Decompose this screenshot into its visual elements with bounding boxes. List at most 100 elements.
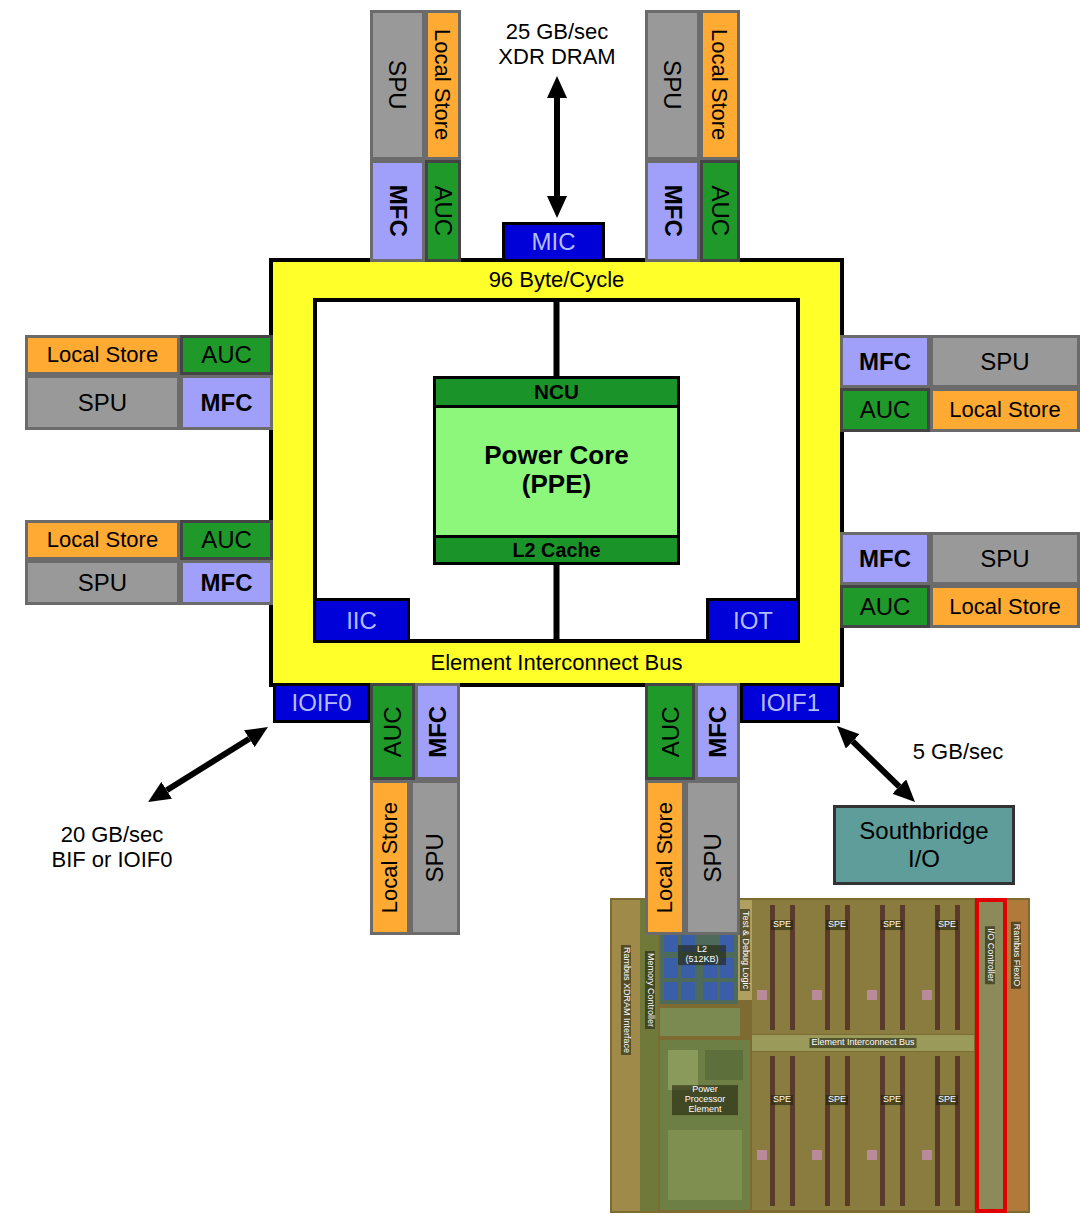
spu-box: SPU bbox=[410, 780, 460, 935]
spu-box: SPU bbox=[645, 10, 700, 160]
node-text: SPU bbox=[659, 60, 687, 109]
die-label: SPE bbox=[936, 1095, 958, 1105]
die-label: SPE bbox=[771, 920, 793, 930]
local-store-box: Local Store bbox=[370, 780, 410, 935]
mfc-box: MFC bbox=[840, 532, 930, 585]
spu-box: SPU bbox=[930, 532, 1080, 585]
eib-ring: 96 Byte/CycleElement Interconnect Bus Pow… bbox=[273, 262, 840, 683]
node-text: SPU bbox=[699, 833, 727, 882]
node-text: IIC bbox=[346, 607, 377, 635]
bandwidth-label: 25 GB/sec XDR DRAM bbox=[495, 19, 620, 70]
die-label: Rambus FlexIO bbox=[1011, 922, 1021, 989]
node-text: SPU bbox=[78, 389, 127, 417]
node-text: MFC bbox=[859, 545, 911, 573]
spu-box: SPU bbox=[930, 335, 1080, 388]
node-text: AUC bbox=[379, 706, 407, 757]
node-text: AUC bbox=[656, 706, 684, 757]
mfc-box: MFC bbox=[645, 160, 700, 262]
spu-box: SPU bbox=[685, 780, 740, 935]
die-label: Test & Debug Logic bbox=[740, 909, 750, 991]
bif-arrow bbox=[167, 739, 250, 791]
node-text: L2 Cache bbox=[513, 539, 601, 562]
node-text: Local Store bbox=[949, 594, 1060, 619]
node-text: AUC bbox=[860, 396, 911, 424]
local-store-box: Local Store bbox=[930, 585, 1080, 628]
local-store-box: Local Store bbox=[25, 520, 180, 560]
die-label: SPE bbox=[881, 920, 903, 930]
node-text: Local Store bbox=[430, 29, 455, 140]
auc-box: AUC bbox=[840, 585, 930, 628]
local-store-box: Local Store bbox=[930, 388, 1080, 432]
mfc-box: MFC bbox=[180, 375, 273, 430]
mic-box: MIC bbox=[502, 222, 605, 262]
local-store-box: Local Store bbox=[25, 335, 180, 375]
node-text: SPU bbox=[421, 833, 449, 882]
auc-box: AUC bbox=[180, 335, 273, 375]
node-text: MFC bbox=[704, 706, 732, 758]
node-text: SPU bbox=[384, 60, 412, 109]
node-text: Local Store bbox=[707, 29, 732, 140]
mfc-box: MFC bbox=[370, 160, 425, 262]
node-text: Southbridge I/O bbox=[849, 817, 999, 872]
spu-box: SPU bbox=[25, 375, 180, 430]
node-text: AUC bbox=[429, 186, 457, 237]
mfc-box: MFC bbox=[695, 683, 740, 780]
node-text: MIC bbox=[532, 228, 576, 256]
bandwidth-label: 5 GB/sec bbox=[913, 739, 1003, 764]
auc-box: AUC bbox=[425, 160, 461, 262]
die-label: Rambus XDRAM Interface bbox=[621, 945, 631, 1055]
ioif-box: IOIF1 bbox=[740, 683, 840, 723]
iot-box: IOT bbox=[706, 598, 800, 643]
l2-cache-bar: L2 Cache bbox=[433, 535, 680, 565]
node-text: Power Core (PPE) bbox=[472, 441, 642, 501]
node-text: IOIF1 bbox=[760, 689, 820, 717]
node-text: IOT bbox=[733, 607, 773, 635]
node-text: SPU bbox=[980, 545, 1029, 573]
node-text: Local Store bbox=[652, 802, 677, 913]
die-label: Memory Controller bbox=[645, 951, 655, 1029]
ncu-bar: NCU bbox=[433, 376, 680, 408]
die-label: L2 (512KB) bbox=[678, 945, 726, 965]
auc-box: AUC bbox=[180, 520, 273, 560]
node-text: 96 Byte/Cycle bbox=[313, 262, 800, 298]
auc-box: AUC bbox=[645, 683, 695, 780]
ppe-core: Power Core (PPE) NCU L2 Cache bbox=[433, 376, 680, 565]
node-text: MFC bbox=[859, 348, 911, 376]
node-text: NCU bbox=[534, 380, 579, 404]
node-text: AUC bbox=[201, 341, 252, 369]
node-text: AUC bbox=[860, 593, 911, 621]
bus-connector bbox=[853, 741, 899, 786]
node-text: Local Store bbox=[47, 342, 158, 367]
iic-box: IIC bbox=[313, 598, 410, 643]
node-text: Local Store bbox=[377, 802, 402, 913]
node-text: MFC bbox=[384, 185, 412, 237]
node-text: MFC bbox=[659, 185, 687, 237]
southbridge-box: Southbridge I/O bbox=[833, 805, 1015, 885]
node-text: AUC bbox=[201, 526, 252, 554]
auc-box: AUC bbox=[370, 683, 415, 780]
die-label: SPE bbox=[936, 920, 958, 930]
node-text: MFC bbox=[201, 389, 253, 417]
mfc-box: MFC bbox=[415, 683, 460, 780]
spu-box: SPU bbox=[370, 10, 425, 160]
node-text: Local Store bbox=[47, 527, 158, 552]
bandwidth-label: 20 GB/sec BIF or IOIF0 bbox=[42, 822, 182, 873]
die-label: Power Processor Element bbox=[672, 1085, 738, 1115]
die-label: I/O Controller bbox=[985, 926, 995, 984]
die-label: Element Interconnect Bus bbox=[809, 1038, 916, 1048]
node-text: Element Interconnect Bus bbox=[313, 643, 800, 683]
die-photo bbox=[610, 898, 1030, 1213]
die-label: SPE bbox=[771, 1095, 793, 1105]
mfc-box: MFC bbox=[840, 335, 930, 388]
node-text: MFC bbox=[201, 569, 253, 597]
die-label: SPE bbox=[826, 920, 848, 930]
auc-box: AUC bbox=[840, 388, 930, 432]
ioif-box: IOIF0 bbox=[273, 683, 370, 723]
spu-box: SPU bbox=[25, 560, 180, 605]
local-store-box: Local Store bbox=[425, 10, 461, 160]
die-label: SPE bbox=[826, 1095, 848, 1105]
node-text: SPU bbox=[980, 348, 1029, 376]
bus-connector bbox=[554, 565, 560, 643]
bus-connector bbox=[554, 298, 560, 376]
